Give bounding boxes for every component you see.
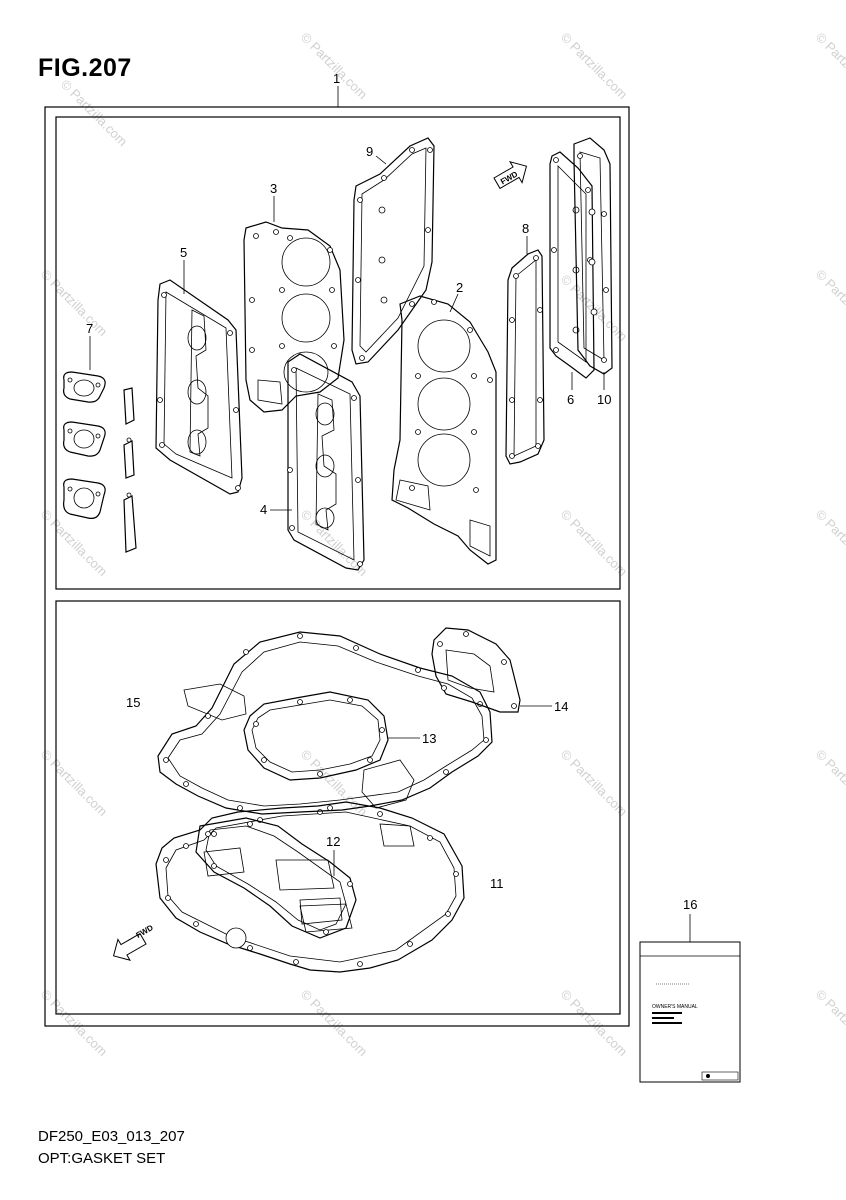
- fwd-arrow-top: FWD: [493, 161, 528, 190]
- watermark: © Partzilla.com: [38, 747, 111, 820]
- gasket-3[interactable]: [243, 221, 345, 413]
- watermark: © Partzilla.com: [558, 30, 631, 103]
- callout-6[interactable]: 6: [567, 392, 574, 407]
- watermark: © Partzilla.com: [813, 507, 846, 580]
- callout-13[interactable]: 13: [422, 731, 436, 746]
- gasket-8[interactable]: [505, 249, 545, 465]
- outer-frame: [44, 106, 630, 1027]
- gasket-2[interactable]: [391, 295, 497, 565]
- gasket-6[interactable]: [549, 151, 595, 379]
- watermark: © Partzilla.com: [38, 267, 111, 340]
- watermark-layer: © Partzilla.com © Partzilla.com © Partzi…: [38, 30, 846, 1060]
- watermark: © Partzilla.com: [813, 747, 846, 820]
- gasket-4[interactable]: [287, 353, 365, 571]
- gasket-13[interactable]: [243, 691, 389, 781]
- watermark: © Partzilla.com: [298, 30, 371, 103]
- watermark: © Partzilla.com: [38, 507, 111, 580]
- callout-10[interactable]: 10: [597, 392, 611, 407]
- watermark: © Partzilla.com: [813, 30, 846, 103]
- callout-11[interactable]: 11: [490, 876, 504, 891]
- callout-14[interactable]: 14: [554, 699, 568, 714]
- callout-5[interactable]: 5: [180, 245, 187, 260]
- diagram-code: DF250_E03_013_207: [38, 1128, 185, 1145]
- callout-16[interactable]: 16: [683, 897, 697, 912]
- callout-8[interactable]: 8: [522, 221, 529, 236]
- fwd-label-bottom: FWD: [135, 923, 155, 940]
- callout-9[interactable]: 9: [366, 144, 373, 159]
- watermark: © Partzilla.com: [38, 987, 111, 1060]
- callout-1[interactable]: 1: [333, 71, 340, 86]
- gasket-15[interactable]: [157, 631, 493, 815]
- diagram-caption: OPT:GASKET SET: [38, 1150, 166, 1167]
- watermark: © Partzilla.com: [813, 267, 846, 340]
- watermark: © Partzilla.com: [298, 747, 371, 820]
- owners-manual-16[interactable]: OWNER'S MANUAL: [639, 941, 741, 1083]
- leader-2: [449, 293, 459, 313]
- gasket-5[interactable]: [155, 279, 243, 495]
- fwd-arrow-bottom: FWD: [112, 923, 155, 961]
- callout-2[interactable]: 2: [456, 280, 463, 295]
- callout-3[interactable]: 3: [270, 181, 277, 196]
- gasket-9[interactable]: [351, 137, 435, 365]
- watermark: © Partzilla.com: [813, 987, 846, 1060]
- callout-4[interactable]: 4: [260, 502, 267, 517]
- watermark: © Partzilla.com: [58, 77, 131, 150]
- callout-12[interactable]: 12: [326, 834, 340, 849]
- gasket-10[interactable]: [573, 137, 613, 375]
- gasket-11[interactable]: [155, 801, 465, 973]
- lower-panel-frame: [55, 600, 621, 1015]
- gasket-14[interactable]: [431, 627, 521, 713]
- watermark: © Partzilla.com: [298, 987, 371, 1060]
- gasket-12[interactable]: [195, 817, 357, 939]
- figure-title: FIG.207: [38, 54, 132, 82]
- gasket-7[interactable]: [63, 371, 137, 553]
- manual-title: OWNER'S MANUAL: [652, 1004, 698, 1010]
- callout-7[interactable]: 7: [86, 321, 93, 336]
- callout-15[interactable]: 15: [126, 695, 140, 710]
- leader-9: [375, 155, 387, 165]
- upper-panel-frame: [55, 116, 621, 590]
